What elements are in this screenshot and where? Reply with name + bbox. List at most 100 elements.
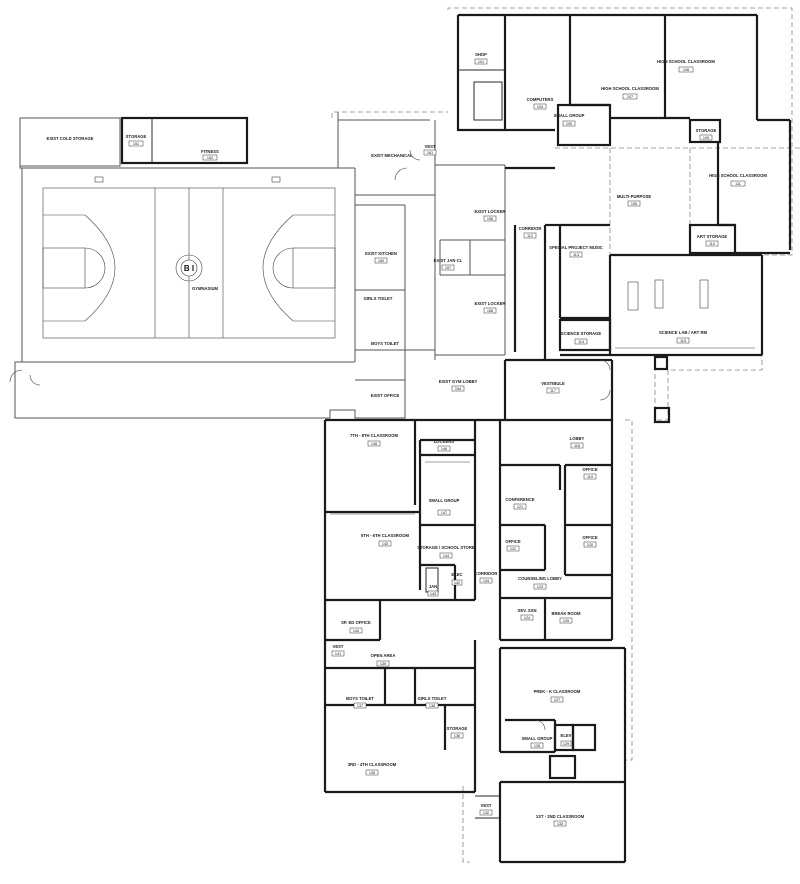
- svg-text:CORRIDOR: CORRIDOR: [519, 226, 542, 231]
- svg-text:MULTI-PURPOSE: MULTI-PURPOSE: [617, 194, 652, 199]
- room-shop: SHOP 101: [474, 52, 488, 65]
- room-office-122: OFFICE 122: [505, 539, 521, 552]
- svg-text:120: 120: [587, 543, 593, 547]
- svg-text:SMALL GROUP: SMALL GROUP: [522, 736, 553, 741]
- svg-text:151: 151: [133, 142, 139, 146]
- svg-text:SHOP: SHOP: [475, 52, 487, 57]
- room-exist-office: EXIST OFFICE: [371, 393, 400, 398]
- room-vest-141: VEST 141: [331, 644, 345, 657]
- svg-text:SCIENCE STORAGE: SCIENCE STORAGE: [561, 331, 602, 336]
- svg-text:SMALL GROUP: SMALL GROUP: [554, 113, 585, 118]
- room-computers: COMPUTERS 104: [527, 97, 554, 110]
- svg-text:OPEN AREA: OPEN AREA: [371, 653, 396, 658]
- svg-text:154: 154: [455, 387, 461, 391]
- room-labels: EXIST COLD STORAGE STORAGE 151 FITNESS 1…: [47, 52, 767, 827]
- room-corridor-134: CORRIDOR 134: [475, 571, 497, 584]
- svg-text:VEST: VEST: [333, 644, 344, 649]
- svg-text:127: 127: [554, 698, 560, 702]
- svg-text:143: 143: [430, 592, 436, 596]
- svg-text:114: 114: [578, 340, 584, 344]
- room-art-storage: ART STORAGE 110: [697, 234, 728, 247]
- room-conference: CONFERENCE 121: [505, 497, 535, 510]
- svg-text:134: 134: [483, 579, 489, 583]
- room-exist-locker-lower: EXIST LOCKER 158: [475, 301, 506, 314]
- svg-text:140: 140: [353, 629, 359, 633]
- room-prek-k-classroom: PREK - K CLASSROOM 127: [534, 689, 581, 703]
- room-special-project-music: SPECIAL PROJECT MUSIC 113: [549, 245, 603, 258]
- svg-text:LOCKERS: LOCKERS: [434, 439, 455, 444]
- svg-text:EXIST LOCKER: EXIST LOCKER: [475, 301, 506, 306]
- room-science-lab: SCIENCE LAB / ART RM 115: [659, 330, 708, 344]
- room-fitness-152: FITNESS 152: [201, 149, 219, 161]
- svg-text:138: 138: [429, 704, 435, 708]
- room-hs-classroom-108: HIGH SCHOOL CLASSROOM 108: [657, 59, 715, 73]
- room-exist-mechanical: EXIST MECHANICAL: [371, 153, 413, 158]
- svg-text:EXIST COLD STORAGE: EXIST COLD STORAGE: [47, 136, 94, 141]
- svg-text:113: 113: [573, 253, 579, 257]
- svg-text:104: 104: [537, 105, 543, 109]
- room-jan-143: JAN 143: [427, 584, 439, 597]
- svg-text:108: 108: [683, 68, 689, 72]
- svg-text:STORAGE / SCHOOL STORE: STORAGE / SCHOOL STORE: [417, 545, 475, 550]
- svg-text:148: 148: [371, 442, 377, 446]
- svg-text:ELEV: ELEV: [561, 733, 572, 738]
- svg-text:STORAGE: STORAGE: [696, 128, 717, 133]
- room-exist-cold-storage: EXIST COLD STORAGE: [47, 136, 94, 141]
- svg-text:123: 123: [537, 585, 543, 589]
- svg-text:COMPUTERS: COMPUTERS: [527, 97, 554, 102]
- room-classroom-5-6: 5TH - 6TH CLASSROOM 145: [361, 533, 409, 547]
- svg-text:GYMNASIUM: GYMNASIUM: [192, 286, 219, 291]
- svg-text:BOYS TOILET: BOYS TOILET: [371, 341, 399, 346]
- basketball-court: [42, 176, 336, 339]
- svg-text:JAN: JAN: [429, 584, 437, 589]
- room-storage-109: STORAGE 109: [696, 128, 717, 141]
- west-wing-walls: [323, 420, 477, 794]
- svg-text:105: 105: [566, 122, 572, 126]
- svg-text:EXIST MECHANICAL: EXIST MECHANICAL: [371, 153, 413, 158]
- room-hs-classroom-107: HIGH SCHOOL CLASSROOM 107: [601, 86, 659, 100]
- svg-text:147: 147: [441, 511, 447, 515]
- svg-text:BOYS TOILET: BOYS TOILET: [346, 696, 374, 701]
- svg-text:STORAGE: STORAGE: [447, 726, 468, 731]
- svg-text:FITNESS: FITNESS: [201, 149, 219, 154]
- svg-text:128: 128: [534, 744, 540, 748]
- svg-text:137: 137: [357, 704, 363, 708]
- north-wing-walls: [456, 13, 792, 424]
- svg-text:OFFICE: OFFICE: [582, 535, 598, 540]
- svg-text:SEV. SSN: SEV. SSN: [518, 608, 537, 613]
- room-exist-janitor: EXIST JAN CL 157: [434, 258, 463, 271]
- svg-text:106: 106: [631, 202, 637, 206]
- room-small-group-105: SMALL GROUP 105: [554, 113, 585, 127]
- room-classroom-1-2: 1ST - 2ND CLASSROOM 133: [536, 814, 585, 827]
- room-open-area: OPEN AREA 139: [371, 653, 396, 667]
- room-multi-purpose: MULTI-PURPOSE 106: [617, 194, 652, 207]
- svg-text:129: 129: [563, 742, 569, 746]
- room-storage-151: STORAGE 151: [126, 134, 147, 147]
- svg-text:STORAGE: STORAGE: [126, 134, 147, 139]
- svg-text:152: 152: [207, 156, 213, 160]
- svg-text:118: 118: [574, 444, 580, 448]
- svg-text:GIRLS TOILET: GIRLS TOILET: [364, 296, 393, 301]
- room-boys-toilet-upper: BOYS TOILET: [371, 341, 399, 346]
- existing-gym-wing: [9, 112, 506, 419]
- room-boys-toilet-137: BOYS TOILET 137: [346, 696, 374, 709]
- svg-text:EXIST KITCHEN: EXIST KITCHEN: [365, 251, 397, 256]
- svg-text:EXIST LOCKER: EXIST LOCKER: [475, 209, 506, 214]
- room-storage-school-store: STORAGE / SCHOOL STORE 144: [417, 545, 475, 559]
- room-exist-kitchen: EXIST KITCHEN 160: [365, 251, 397, 264]
- svg-text:EXIST GYM LOBBY: EXIST GYM LOBBY: [439, 379, 478, 384]
- room-girls-toilet-upper: GIRLS TOILET: [364, 296, 393, 301]
- svg-text:ELEC: ELEC: [451, 572, 462, 577]
- room-science-storage: SCIENCE STORAGE 114: [561, 331, 602, 345]
- svg-text:144: 144: [443, 554, 449, 558]
- room-counseling-lobby: COUNSELING LOBBY 123: [518, 576, 562, 590]
- svg-text:BREAK ROOM: BREAK ROOM: [551, 611, 581, 616]
- svg-text:GIRLS TOILET: GIRLS TOILET: [418, 696, 447, 701]
- room-vestibule: VESTIBULE 117: [541, 381, 565, 394]
- south-wing-walls: [475, 646, 627, 864]
- svg-text:111: 111: [735, 182, 741, 186]
- svg-text:ART STORAGE: ART STORAGE: [697, 234, 728, 239]
- room-exist-locker-upper: EXIST LOCKER 156: [475, 209, 506, 222]
- room-classroom-7-8: 7TH - 8TH CLASSROOM 148: [350, 433, 398, 447]
